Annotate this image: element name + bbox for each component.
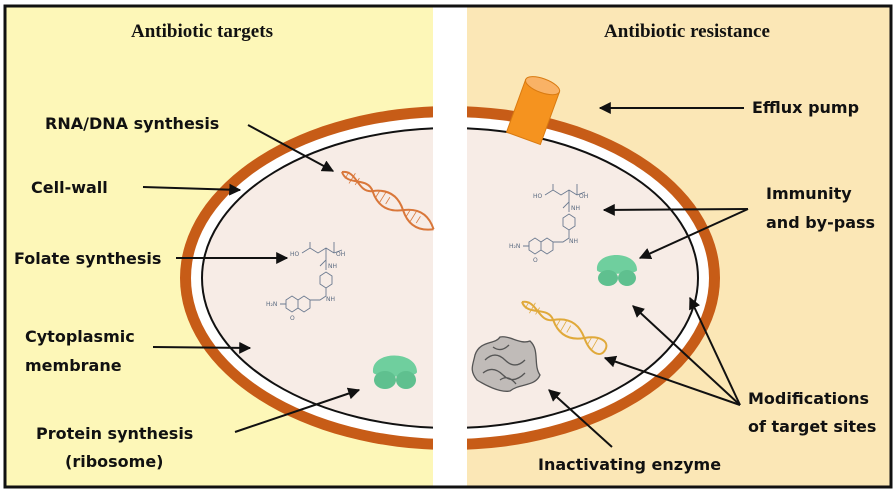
ribosome-icon-left bbox=[372, 355, 417, 389]
atom-nh: NH bbox=[328, 263, 337, 270]
label-immunity: Immunity bbox=[766, 184, 852, 203]
atom-nh: NH bbox=[571, 205, 580, 212]
arrow-mod-dna bbox=[603, 355, 741, 406]
arrow-cell-wall bbox=[142, 183, 242, 196]
atom-ho: HO bbox=[533, 193, 543, 200]
ribosome-icon-right bbox=[596, 255, 637, 286]
label-target-sites: of target sites bbox=[748, 417, 876, 436]
folate-molecule-left: HO OH NH NH H₂N O bbox=[266, 242, 345, 322]
arrow-inactivating bbox=[548, 389, 613, 448]
left-cell bbox=[180, 106, 433, 450]
label-ribosome: (ribosome) bbox=[65, 452, 163, 471]
arrow-rna-dna bbox=[247, 124, 335, 172]
label-protein-synthesis: Protein synthesis bbox=[36, 424, 193, 443]
dna-icon-right bbox=[521, 300, 608, 355]
atom-oh: OH bbox=[336, 251, 345, 258]
right-panel-title: Antibiotic resistance bbox=[604, 21, 770, 42]
arrow-immunity-molecule bbox=[602, 203, 749, 216]
atom-h2n: H₂N bbox=[509, 243, 520, 250]
arrow-protein bbox=[234, 387, 361, 433]
arrow-mod-ribosome bbox=[632, 305, 741, 406]
enzyme-icon bbox=[471, 336, 541, 392]
arrow-immunity-ribosome bbox=[638, 208, 749, 260]
label-by-pass: and by-pass bbox=[766, 213, 875, 232]
atom-h2n: H₂N bbox=[266, 301, 277, 308]
left-panel-title: Antibiotic targets bbox=[131, 21, 273, 42]
label-efflux-pump: Efflux pump bbox=[752, 98, 859, 117]
label-modifications: Modifications bbox=[748, 389, 869, 408]
arrow-cytoplasmic bbox=[152, 341, 252, 354]
outer-frame bbox=[3, 4, 893, 489]
label-membrane: membrane bbox=[25, 356, 122, 375]
center-divider bbox=[433, 6, 467, 487]
label-rna-dna-synthesis: RNA/DNA synthesis bbox=[45, 114, 219, 133]
atom-oh: OH bbox=[579, 193, 588, 200]
label-folate-synthesis: Folate synthesis bbox=[14, 249, 161, 268]
label-cell-wall: Cell-wall bbox=[31, 178, 108, 197]
atom-nh-2: NH bbox=[326, 296, 335, 303]
atom-o: O bbox=[533, 257, 538, 264]
atom-ho: HO bbox=[290, 251, 300, 258]
arrow-mod-cellwall bbox=[689, 296, 741, 406]
dna-icon-left bbox=[341, 170, 435, 231]
atom-o: O bbox=[290, 315, 295, 322]
label-cytoplasmic: Cytoplasmic bbox=[25, 327, 135, 346]
folate-molecule-right: HO OH NH NH H₂N O bbox=[509, 184, 588, 264]
efflux-pump-icon bbox=[505, 76, 561, 146]
atom-nh-2: NH bbox=[569, 238, 578, 245]
label-inactivating-enzyme: Inactivating enzyme bbox=[538, 455, 721, 474]
